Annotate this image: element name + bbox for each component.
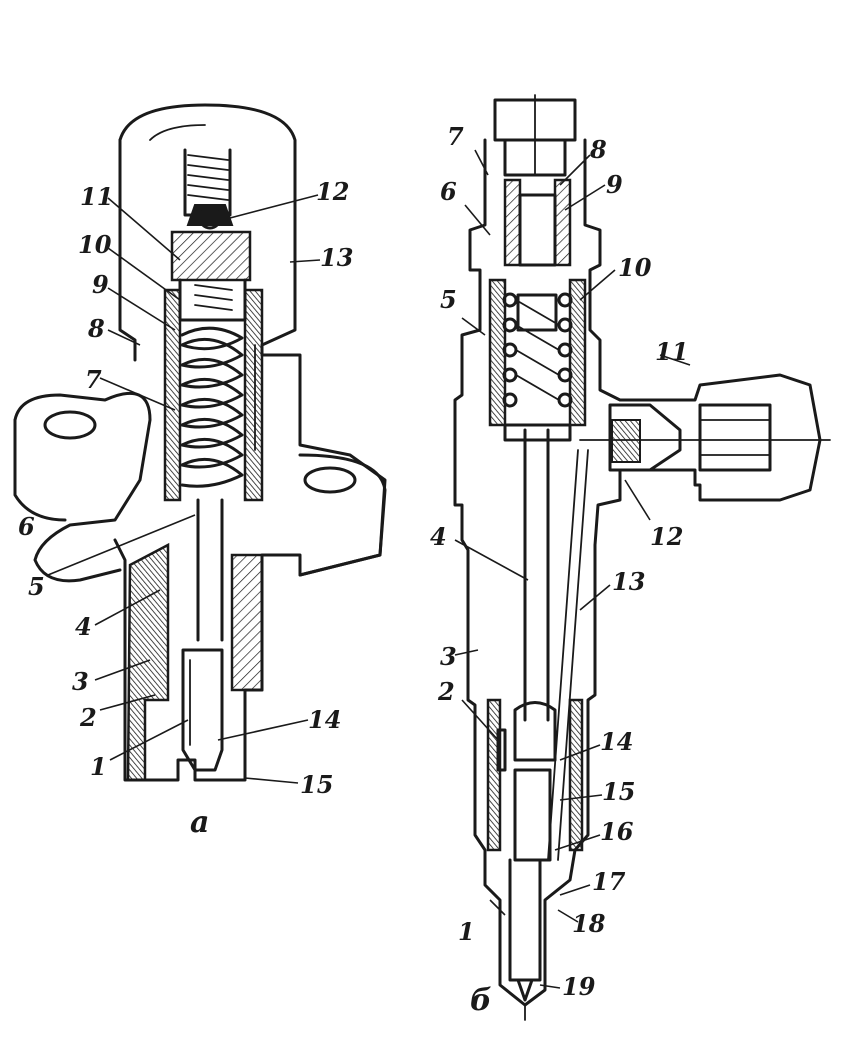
label-a-10: 10 [78,230,112,259]
label-a-7: 7 [85,365,102,394]
labels-b: 7 8 9 6 10 5 11 12 4 13 3 2 14 15 16 17 … [430,122,688,1018]
label-b-6: 6 [440,177,457,206]
label-b-14: 14 [600,727,633,756]
spring-b [502,292,573,408]
label-b-8: 8 [589,135,607,164]
leaders-a [47,194,321,784]
label-b-17: 17 [592,867,626,896]
label-a-1: 1 [90,752,107,781]
top-thread [187,154,229,201]
label-b-7: 7 [447,122,464,151]
label-a-2: 2 [79,703,97,732]
label-a-13: 13 [320,243,353,272]
spring-a [180,326,244,488]
label-b-3: 3 [440,642,457,671]
label-b-11: 11 [655,337,688,366]
label-b-1: 1 [458,917,475,946]
label-b-16: 16 [600,817,634,846]
label-a-15: 15 [300,770,333,799]
label-b-18: 18 [572,909,606,938]
injector-a [13,103,387,782]
label-b-15: 15 [602,777,635,806]
caption-a: а [190,805,209,840]
label-b-13: 13 [612,567,645,596]
label-b-5: 5 [440,285,457,314]
label-a-11: 11 [80,182,113,211]
label-a-14: 14 [308,705,341,734]
leaders-b [454,149,691,989]
caption-b: б [470,983,492,1018]
label-a-9: 9 [92,270,109,299]
labels-a: 11 10 9 8 7 12 13 6 5 4 3 2 1 14 15 а [18,177,353,840]
label-a-6: 6 [18,512,35,541]
label-a-12: 12 [316,177,349,206]
label-b-19: 19 [562,972,596,1001]
label-a-8: 8 [87,314,105,343]
injector-b [453,94,831,1021]
label-b-2: 2 [437,677,455,706]
label-a-3: 3 [72,667,89,696]
label-a-4: 4 [75,612,92,641]
label-b-4: 4 [430,522,447,551]
label-b-12: 12 [650,522,683,551]
label-b-10: 10 [618,253,652,282]
label-b-9: 9 [606,170,623,199]
label-a-5: 5 [28,572,45,601]
